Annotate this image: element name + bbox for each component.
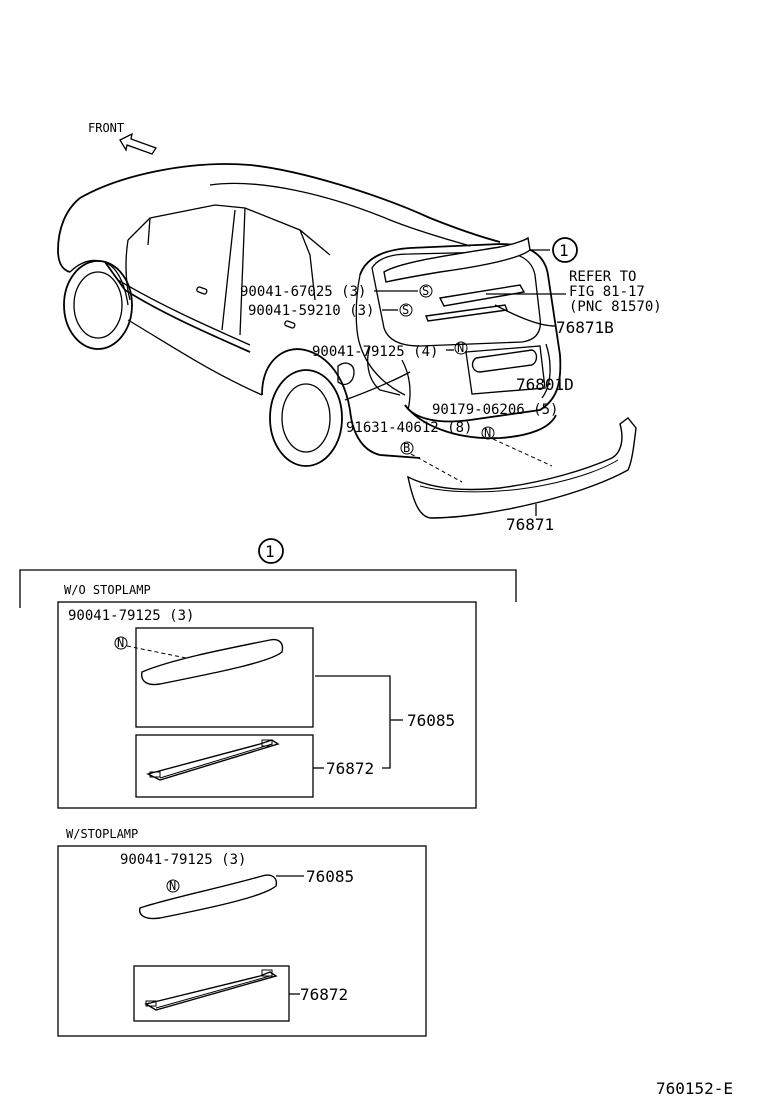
label-clip-06206: 90179-06206 (5) — [432, 402, 558, 418]
b-nut-icon — [400, 441, 414, 455]
section-without-title: W/O STOPLAMP — [64, 583, 151, 597]
front-indicator: FRONT — [88, 121, 158, 155]
front-label: FRONT — [88, 121, 124, 135]
label-clip-79125: 90041-79125 (4) — [312, 344, 438, 360]
mark-b: B — [403, 441, 410, 455]
s-fastener-icon-2 — [399, 303, 413, 317]
section-without-seal-label: 76872 — [326, 759, 374, 778]
callout-1-detail-text: 1 — [265, 542, 275, 561]
rear-spoiler-with-stoplamp — [139, 874, 278, 920]
rear-bumper-spoiler — [407, 417, 637, 519]
refer-line-3: (PNC 81570) — [569, 299, 662, 315]
rear-spoiler-on-vehicle — [383, 236, 531, 283]
callout-1-text: 1 — [559, 241, 569, 260]
section-with-spoiler-label: 76085 — [306, 867, 354, 886]
refer-note: REFER TO FIG 81-17 (PNC 81570) — [486, 269, 662, 315]
label-nut-40612: 91631-40612 (8) — [346, 420, 472, 436]
refer-line-1: REFER TO — [569, 269, 636, 285]
spoiler-seal-with-stoplamp — [144, 971, 278, 1011]
front-arrow-icon — [119, 132, 158, 155]
main-part-labels: 90041-67025 (3) S 90041-59210 (3) S 9004… — [240, 284, 614, 534]
label-screw-67025: 90041-67025 (3) — [240, 284, 366, 300]
section-with-title: W/STOPLAMP — [66, 827, 138, 841]
spoiler-seal-without-stoplamp — [146, 739, 280, 781]
license-garnish — [471, 349, 538, 373]
callout-1-detail: 1 — [258, 538, 284, 564]
label-screw-59210: 90041-59210 (3) — [248, 303, 374, 319]
label-76871B: 76871B — [556, 318, 614, 337]
section-with-seal-label: 76872 — [300, 985, 348, 1004]
mark-s-1: S — [422, 284, 429, 298]
n-clip-icon-3 — [114, 636, 128, 650]
section-with-stoplamp: W/STOPLAMP 90041-79125 (3) N 76085 76872 — [57, 827, 427, 1037]
n-clip-icon-4 — [166, 879, 180, 893]
n-clip-icon — [454, 341, 468, 355]
rear-spoiler-without-stoplamp — [141, 638, 284, 686]
back-door-garnish — [438, 284, 526, 307]
garnish-lower — [425, 304, 508, 322]
mark-n-1: N — [457, 341, 464, 355]
callout-1-main: 1 — [530, 237, 578, 263]
label-76801D: 76801D — [516, 375, 574, 394]
mark-s-2: S — [402, 303, 409, 317]
vehicle-body-illustration — [57, 163, 562, 467]
s-fastener-icon — [419, 284, 433, 298]
section-without-clip-label: 90041-79125 (3) — [68, 608, 194, 624]
figure-code: 760152-E — [656, 1079, 733, 1098]
mark-n-3: N — [117, 636, 124, 650]
label-76871: 76871 — [506, 515, 554, 534]
refer-line-2: FIG 81-17 — [569, 284, 645, 300]
n-clip-icon-2 — [481, 426, 495, 440]
section-with-clip-label: 90041-79125 (3) — [120, 852, 246, 868]
mark-n-4: N — [169, 879, 176, 893]
mark-n-2: N — [484, 426, 491, 440]
section-without-assembly-label: 76085 — [407, 711, 455, 730]
section-without-stoplamp: W/O STOPLAMP 90041-79125 (3) N 76085 768… — [19, 569, 517, 809]
